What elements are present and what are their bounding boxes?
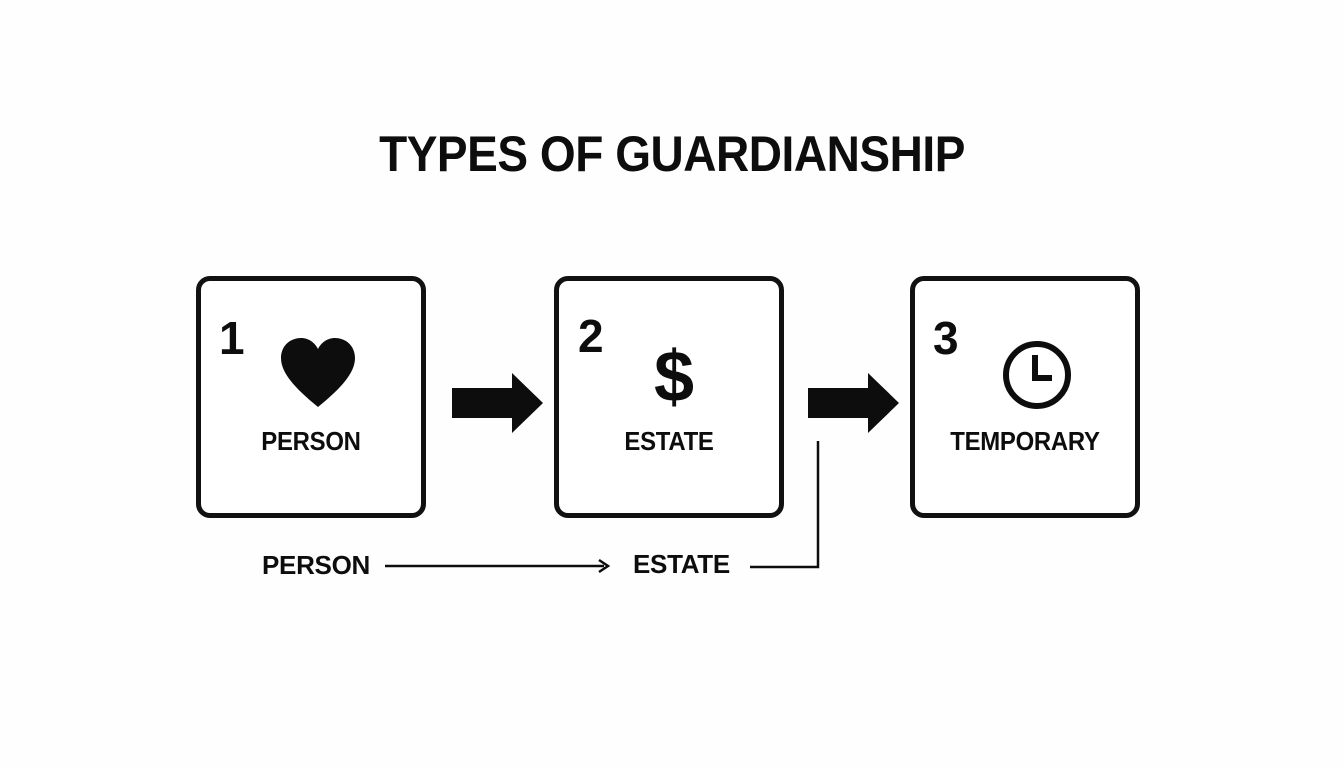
card-number: 1 [219, 312, 245, 364]
dollar-icon: $ [654, 337, 694, 413]
arrow-right-icon [452, 373, 543, 433]
card-estate: 2 $ ESTATE [554, 276, 784, 518]
card-person: 1 PERSON [196, 276, 426, 518]
card-temporary: 3 TEMPORARY [910, 276, 1140, 518]
clock-icon [1003, 341, 1071, 409]
card-number: 3 [933, 312, 959, 364]
card-label: PERSON [261, 426, 361, 456]
card-label: TEMPORARY [950, 426, 1100, 456]
flow-arrowhead [598, 558, 611, 574]
flow-connector [750, 441, 820, 569]
arrow-right-icon [808, 373, 899, 433]
card-label: ESTATE [624, 426, 714, 456]
diagram-title: TYPES OF GUARDIANSHIP [379, 126, 965, 182]
flow-to-label: ESTATE [633, 549, 730, 579]
card-number: 2 [578, 310, 604, 362]
svg-text:$: $ [654, 337, 694, 413]
heart-icon [281, 338, 355, 407]
flow-from-label: PERSON [262, 550, 371, 580]
